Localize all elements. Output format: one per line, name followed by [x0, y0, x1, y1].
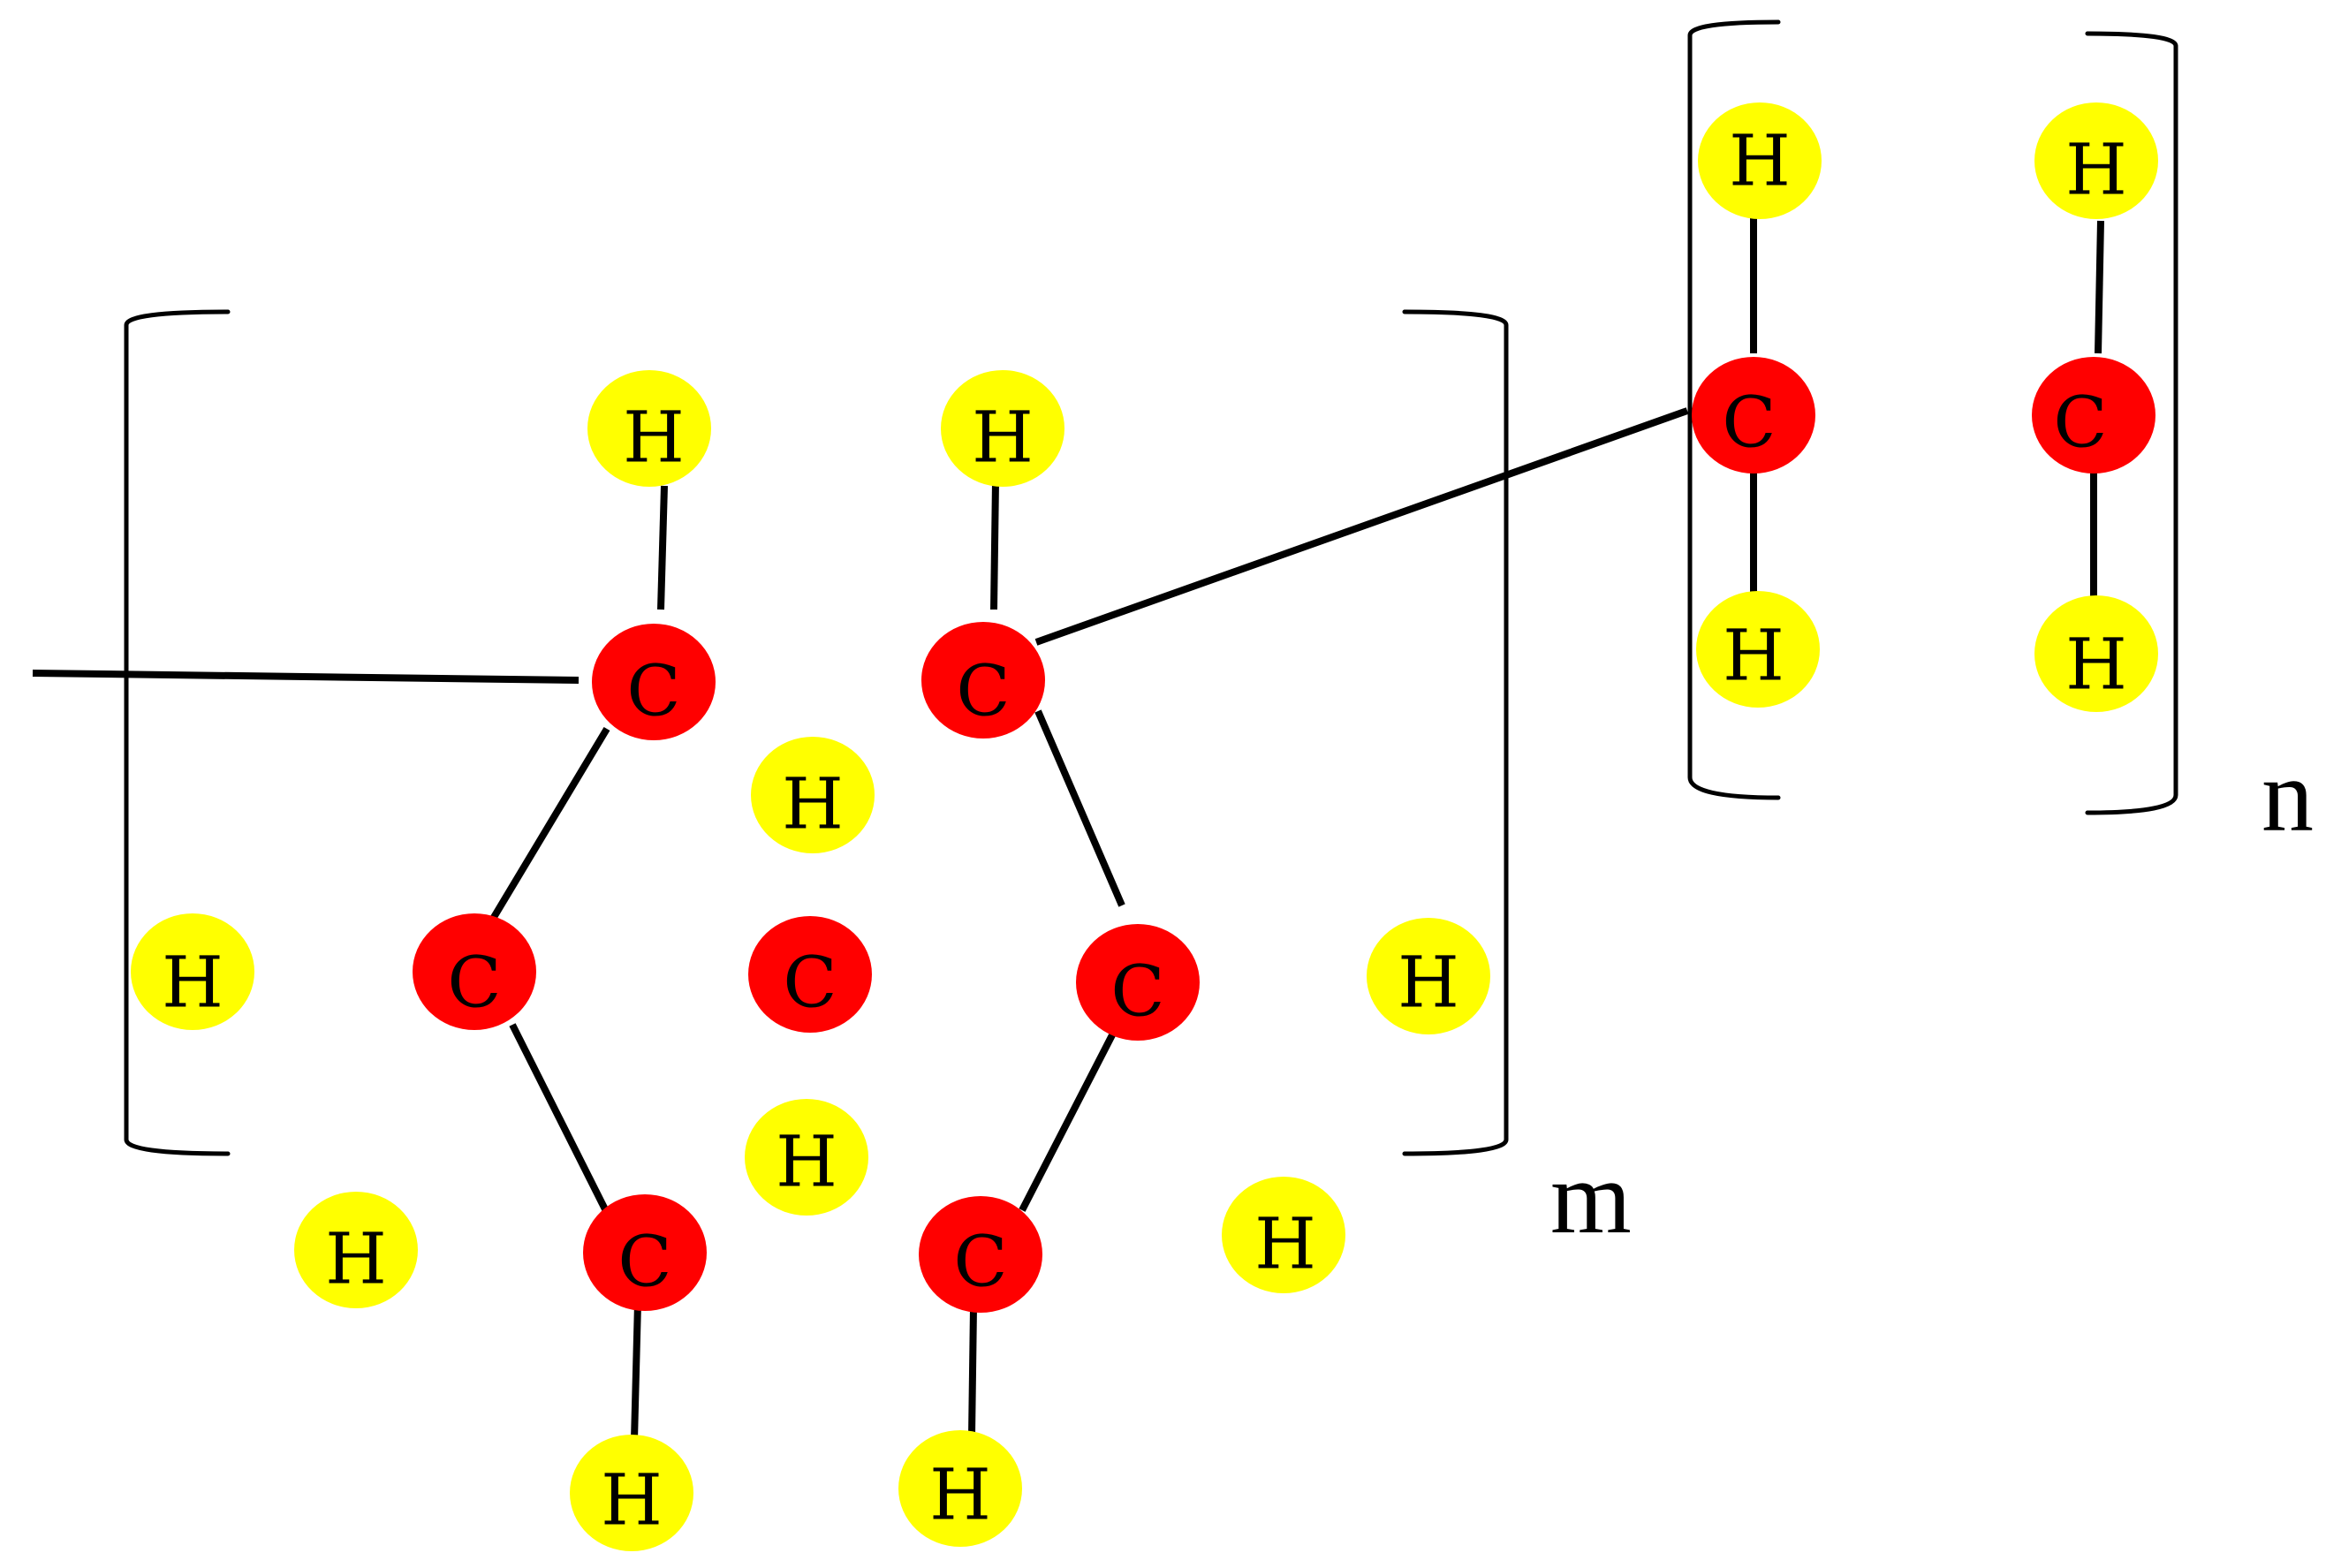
- carbon-label: C: [447, 942, 501, 1024]
- carbon-label: C: [617, 1221, 671, 1303]
- carbon-atom-circle: [583, 1194, 707, 1311]
- hydrogen-atom-circle: [131, 913, 254, 1030]
- carbon-label: C: [1110, 951, 1164, 1033]
- hydrogen-atom-circle: [570, 1435, 693, 1551]
- carbon-label: C: [626, 650, 680, 732]
- hydrogen-label: H: [2065, 624, 2127, 706]
- hydrogen-atom-circle: [1367, 918, 1490, 1034]
- bracket-m-left: [124, 309, 231, 1156]
- bond-chain-right: [1034, 407, 1689, 646]
- bond-c2-h2: [990, 481, 999, 610]
- hydrogen-atom-circle: [751, 737, 875, 853]
- hydrogen-atom-circle: [1222, 1177, 1345, 1293]
- hydrogen-atom-circle: [2034, 102, 2158, 219]
- bond-c1-c3: [484, 726, 610, 930]
- bracket-n: [1687, 19, 2178, 815]
- bracket-n-right: [2085, 31, 2178, 815]
- carbon-atom-circle: [748, 916, 872, 1033]
- bracket-m-right: [1402, 309, 1509, 1156]
- hydrogen-label: H: [1398, 942, 1459, 1024]
- hydrogen-label: H: [162, 942, 223, 1024]
- carbon-atom-circle: [1076, 924, 1200, 1041]
- hydrogen-atom: H: [745, 1099, 868, 1216]
- hydrogen-atom-circle: [1698, 102, 1822, 219]
- hydrogen-label: H: [929, 1454, 991, 1536]
- hydrogen-label: H: [1729, 120, 1791, 202]
- carbon-label: C: [1722, 382, 1776, 464]
- bracket-n-left: [1687, 19, 1781, 800]
- carbon-atom-circle: [919, 1196, 1042, 1313]
- bond-c4-c6: [1019, 1023, 1121, 1212]
- carbon-atom-circle: [921, 622, 1045, 739]
- hydrogen-atom: H: [294, 1192, 418, 1308]
- hydrogen-label: H: [776, 1121, 837, 1203]
- hydrogen-label: H: [325, 1218, 387, 1300]
- bond-c5-h: [631, 1302, 641, 1441]
- bond-c8-htop: [2095, 220, 2104, 354]
- hydrogen-atom-circle: [2034, 595, 2158, 712]
- hydrogen-atom: H: [2034, 595, 2158, 712]
- hydrogen-atom-circle: [898, 1430, 1022, 1547]
- hydrogen-atom-circle: [1696, 591, 1820, 708]
- bonds: [32, 216, 2104, 1441]
- atoms: H H H H H H H H: [131, 102, 2158, 1551]
- hydrogen-label: H: [1254, 1203, 1316, 1285]
- hydrogen-atom: H: [131, 913, 254, 1030]
- carbon-label: C: [2053, 382, 2107, 464]
- carbon-label: C: [783, 942, 837, 1024]
- hydrogen-label: H: [1723, 615, 1784, 697]
- hydrogen-atom: H: [941, 370, 1064, 487]
- hydrogen-label: H: [2065, 129, 2127, 211]
- hydrogen-label: H: [623, 397, 685, 479]
- carbon-atom: C: [748, 916, 872, 1033]
- hydrogen-label: H: [972, 397, 1034, 479]
- hydrogen-atom-circle: [294, 1192, 418, 1308]
- bond-c1-h1: [657, 485, 668, 610]
- hydrogen-atom: H: [587, 370, 711, 487]
- hydrogen-atom: H: [751, 737, 875, 853]
- carbon-atom: C: [1692, 357, 1815, 473]
- carbon-label: C: [953, 1221, 1007, 1303]
- carbon-atom: C: [413, 913, 536, 1030]
- hydrogen-atom: H: [1367, 918, 1490, 1034]
- bond-c3-c5: [509, 1023, 611, 1216]
- bond-chain-left: [32, 670, 580, 684]
- hydrogen-atom: H: [1696, 591, 1820, 708]
- bracket-m: [124, 309, 1509, 1156]
- repeat-label-n: n: [2261, 738, 2314, 853]
- hydrogen-label: H: [782, 763, 844, 845]
- carbon-atom-circle: [1692, 357, 1815, 473]
- carbon-atom: C: [592, 624, 716, 740]
- bond-c2-c4: [1034, 709, 1125, 907]
- hydrogen-atom-circle: [941, 370, 1064, 487]
- carbon-atom: C: [919, 1196, 1042, 1313]
- carbon-label: C: [956, 650, 1010, 732]
- bond-c6-h: [968, 1307, 977, 1436]
- carbon-atom-circle: [2032, 357, 2155, 473]
- hydrogen-atom: H: [1698, 102, 1822, 219]
- repeat-label-m: m: [1550, 1140, 1632, 1255]
- carbon-atom: C: [2032, 357, 2155, 473]
- hydrogen-atom: H: [898, 1430, 1022, 1547]
- carbon-atom-circle: [413, 913, 536, 1030]
- hydrogen-atom: H: [570, 1435, 693, 1551]
- hydrogen-atom: H: [1222, 1177, 1345, 1293]
- hydrogen-atom: H: [2034, 102, 2158, 219]
- carbon-atom: C: [1076, 924, 1200, 1041]
- hydrogen-atom-circle: [745, 1099, 868, 1216]
- carbon-atom-circle: [592, 624, 716, 740]
- carbon-atom: C: [583, 1194, 707, 1311]
- hydrogen-atom-circle: [587, 370, 711, 487]
- hydrogen-label: H: [601, 1459, 663, 1541]
- carbon-atom: C: [921, 622, 1045, 739]
